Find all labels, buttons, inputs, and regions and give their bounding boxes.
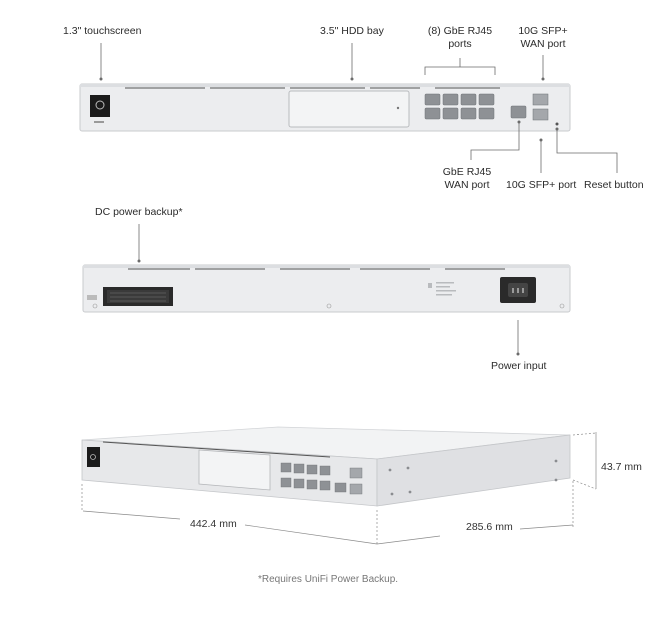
dimension-lines (81, 432, 597, 545)
callout-rj45-ports-line2: ports (448, 38, 472, 50)
sfp-port (532, 108, 549, 121)
callout-gbe-wan-line2: WAN port (444, 179, 490, 191)
dimension-width: 442.4 mm (190, 518, 237, 530)
footnote: *Requires UniFi Power Backup. (258, 574, 399, 585)
reset-button-hole (555, 122, 559, 126)
rear-view-device (82, 264, 571, 313)
callout-gbe-wan: GbE RJ45 WAN port (436, 166, 498, 192)
perspective-view-device (81, 426, 571, 507)
callout-sfp-wan: 10G SFP+ WAN port (515, 25, 571, 51)
callout-power-input: Power input (491, 360, 547, 372)
callout-sfp-wan-line1: 10G SFP+ (518, 25, 568, 37)
dimension-height: 43.7 mm (601, 461, 642, 473)
hdd-bay (288, 90, 410, 128)
rear-leader-lines (138, 224, 519, 354)
front-leader-lines (100, 43, 618, 173)
dc-power-backup-connector (103, 287, 173, 306)
callout-gbe-wan-line1: GbE RJ45 (442, 166, 492, 178)
rj45-port-block (424, 93, 495, 120)
callout-rj45-ports: (8) GbE RJ45 ports (427, 25, 493, 51)
touchscreen-icon (90, 95, 110, 123)
power-input-connector (500, 277, 536, 303)
front-view-device (79, 83, 571, 132)
callout-touchscreen: 1.3" touchscreen (63, 25, 142, 37)
gbe-wan-port (510, 105, 527, 119)
dimension-depth: 285.6 mm (466, 521, 513, 533)
callout-reset-button: Reset button (584, 179, 644, 191)
callout-sfp-port: 10G SFP+ port (506, 179, 577, 191)
callout-dc-power-backup: DC power backup* (95, 206, 183, 218)
callout-sfp-wan-line2: WAN port (520, 38, 566, 50)
dimension-measure-lines (82, 432, 597, 545)
sfp-wan-port (532, 93, 549, 106)
callout-hdd-bay: 3.5" HDD bay (320, 25, 384, 37)
callout-rj45-ports-line1: (8) GbE RJ45 (427, 25, 493, 37)
